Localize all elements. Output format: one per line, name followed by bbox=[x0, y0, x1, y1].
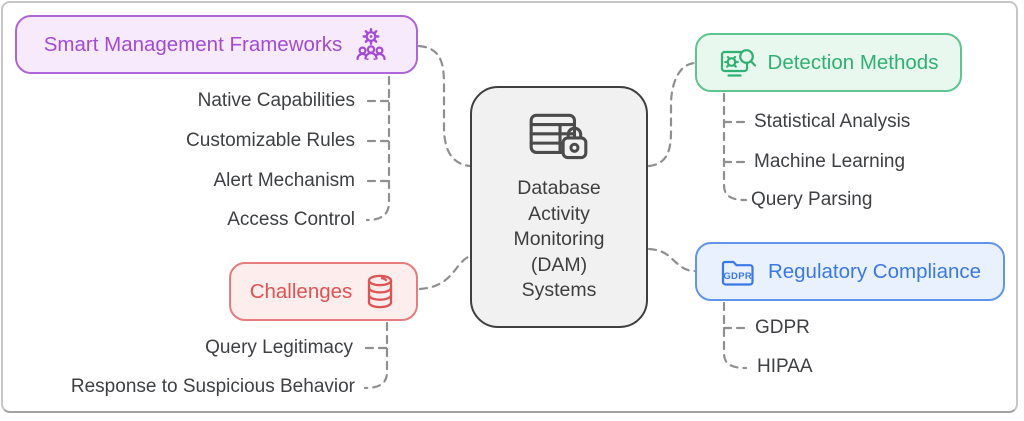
center-line: Database bbox=[517, 177, 601, 200]
branch-label: Smart Management Frameworks bbox=[43, 32, 343, 56]
branch-detection-methods: Detection Methods bbox=[695, 33, 962, 92]
leaf-customizable-rules: Customizable Rules bbox=[186, 130, 355, 151]
leaf-gdpr: GDPR bbox=[755, 317, 810, 338]
center-line: Monitoring bbox=[513, 228, 605, 251]
center-line: (DAM) bbox=[530, 253, 588, 276]
team-gear-icon bbox=[353, 27, 389, 63]
center-line: Activity bbox=[528, 202, 590, 225]
leaf-native-capabilities: Native Capabilities bbox=[197, 90, 355, 111]
gdpr-folder-icon: GDPR bbox=[719, 256, 757, 288]
branch-label: Challenges bbox=[249, 279, 353, 303]
leaf-access-control: Access Control bbox=[227, 209, 355, 230]
database-icon bbox=[363, 272, 397, 312]
connector-challenges-rail bbox=[363, 321, 389, 390]
branch-regulatory-compliance: GDPR Regulatory Compliance bbox=[695, 242, 1005, 301]
leaf-response-to-suspicious-behavior: Response to Suspicious Behavior bbox=[70, 376, 355, 397]
connector-challenges-to-center bbox=[418, 254, 473, 291]
connector-center-to-detection bbox=[647, 61, 697, 168]
branch-label: Detection Methods bbox=[767, 50, 939, 74]
leaf-machine-learning: Machine Learning bbox=[754, 151, 906, 172]
leaf-hipaa: HIPAA bbox=[757, 356, 813, 377]
connector-regulatory-rail bbox=[722, 301, 748, 370]
connector-center-to-regulatory bbox=[647, 247, 697, 273]
leaf-statistical-analysis: Statistical Analysis bbox=[754, 111, 911, 132]
leaf-query-legitimacy: Query Legitimacy bbox=[205, 337, 353, 358]
branch-label: Regulatory Compliance bbox=[767, 259, 982, 283]
leaf-query-parsing: Query Parsing bbox=[751, 189, 873, 210]
center-line: Systems bbox=[521, 279, 597, 302]
gdpr-folder-icon-text: GDPR bbox=[723, 270, 752, 281]
leaf-alert-mechanism: Alert Mechanism bbox=[213, 170, 356, 191]
connector-smart-to-center bbox=[417, 44, 472, 168]
bug-scan-icon bbox=[719, 45, 757, 81]
table-lock-icon bbox=[526, 112, 592, 166]
center-node-title: Database Activity Monitoring (DAM) Syste… bbox=[513, 176, 604, 304]
connector-detection-rail bbox=[722, 92, 748, 202]
connector-smart-rail bbox=[365, 75, 391, 222]
branch-smart-management-frameworks: Smart Management Frameworks bbox=[15, 15, 418, 74]
branch-challenges: Challenges bbox=[229, 262, 418, 321]
center-node-dam-systems: Database Activity Monitoring (DAM) Syste… bbox=[470, 86, 648, 328]
